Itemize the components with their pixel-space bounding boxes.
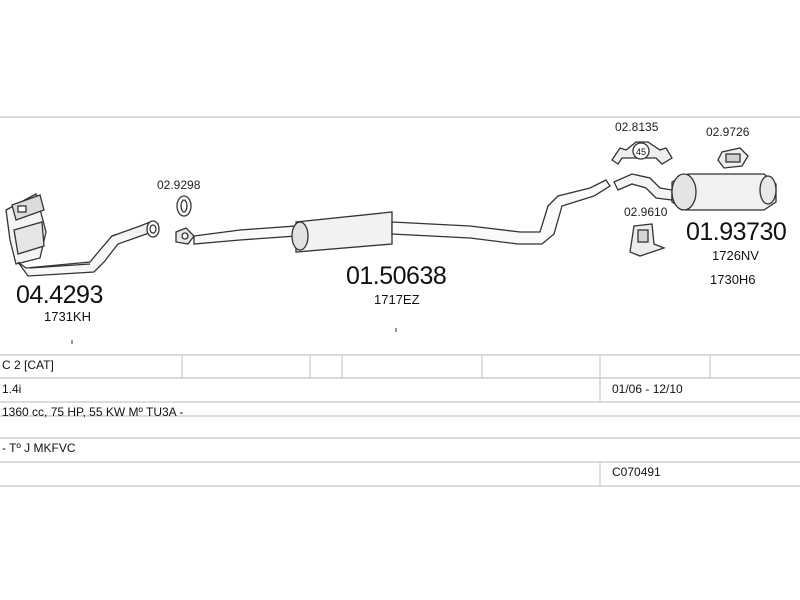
catalog-ref: C070491 xyxy=(612,465,661,479)
middle-silencer-part-number: 01.50638 xyxy=(346,262,447,290)
clamp-part-number: 02.8135 xyxy=(615,120,659,134)
cat-converter-part-number: 04.4293 xyxy=(16,281,103,309)
cat-converter-ref: 1731KH xyxy=(44,309,91,324)
diagram-frame xyxy=(0,116,800,487)
vehicle-engine-size: 1.4i xyxy=(2,382,22,396)
rear-silencer-ref-1: 1726NV xyxy=(712,248,759,263)
rear-silencer-part-number: 01.93730 xyxy=(686,218,787,246)
clamp-drawing xyxy=(611,141,673,165)
cat-converter-drawing xyxy=(5,193,160,277)
mount-9610-drawing xyxy=(629,223,666,257)
mount-9726-drawing xyxy=(717,147,749,169)
gasket-drawing xyxy=(176,195,192,217)
vehicle-specs: 1360 cc, 75 HP, 55 KW Mº TU3A - xyxy=(2,405,184,419)
middle-silencer-ref: 1717EZ xyxy=(374,292,420,307)
gasket-part-number: 02.9298 xyxy=(157,178,201,192)
vehicle-years: 01/06 - 12/10 xyxy=(612,382,683,396)
rear-silencer-ref-2: 1730H6 xyxy=(710,272,756,287)
rear-silencer-drawing xyxy=(613,173,777,211)
middle-silencer-drawing xyxy=(175,179,611,253)
vehicle-model: C 2 [CAT] xyxy=(2,358,54,372)
vehicle-code: - Tº J MKFVC xyxy=(2,441,76,455)
mount-9610-part-number: 02.9610 xyxy=(624,205,668,219)
mount-9726-part-number: 02.9726 xyxy=(706,125,750,139)
clamp-size-label: 45 xyxy=(636,147,646,157)
